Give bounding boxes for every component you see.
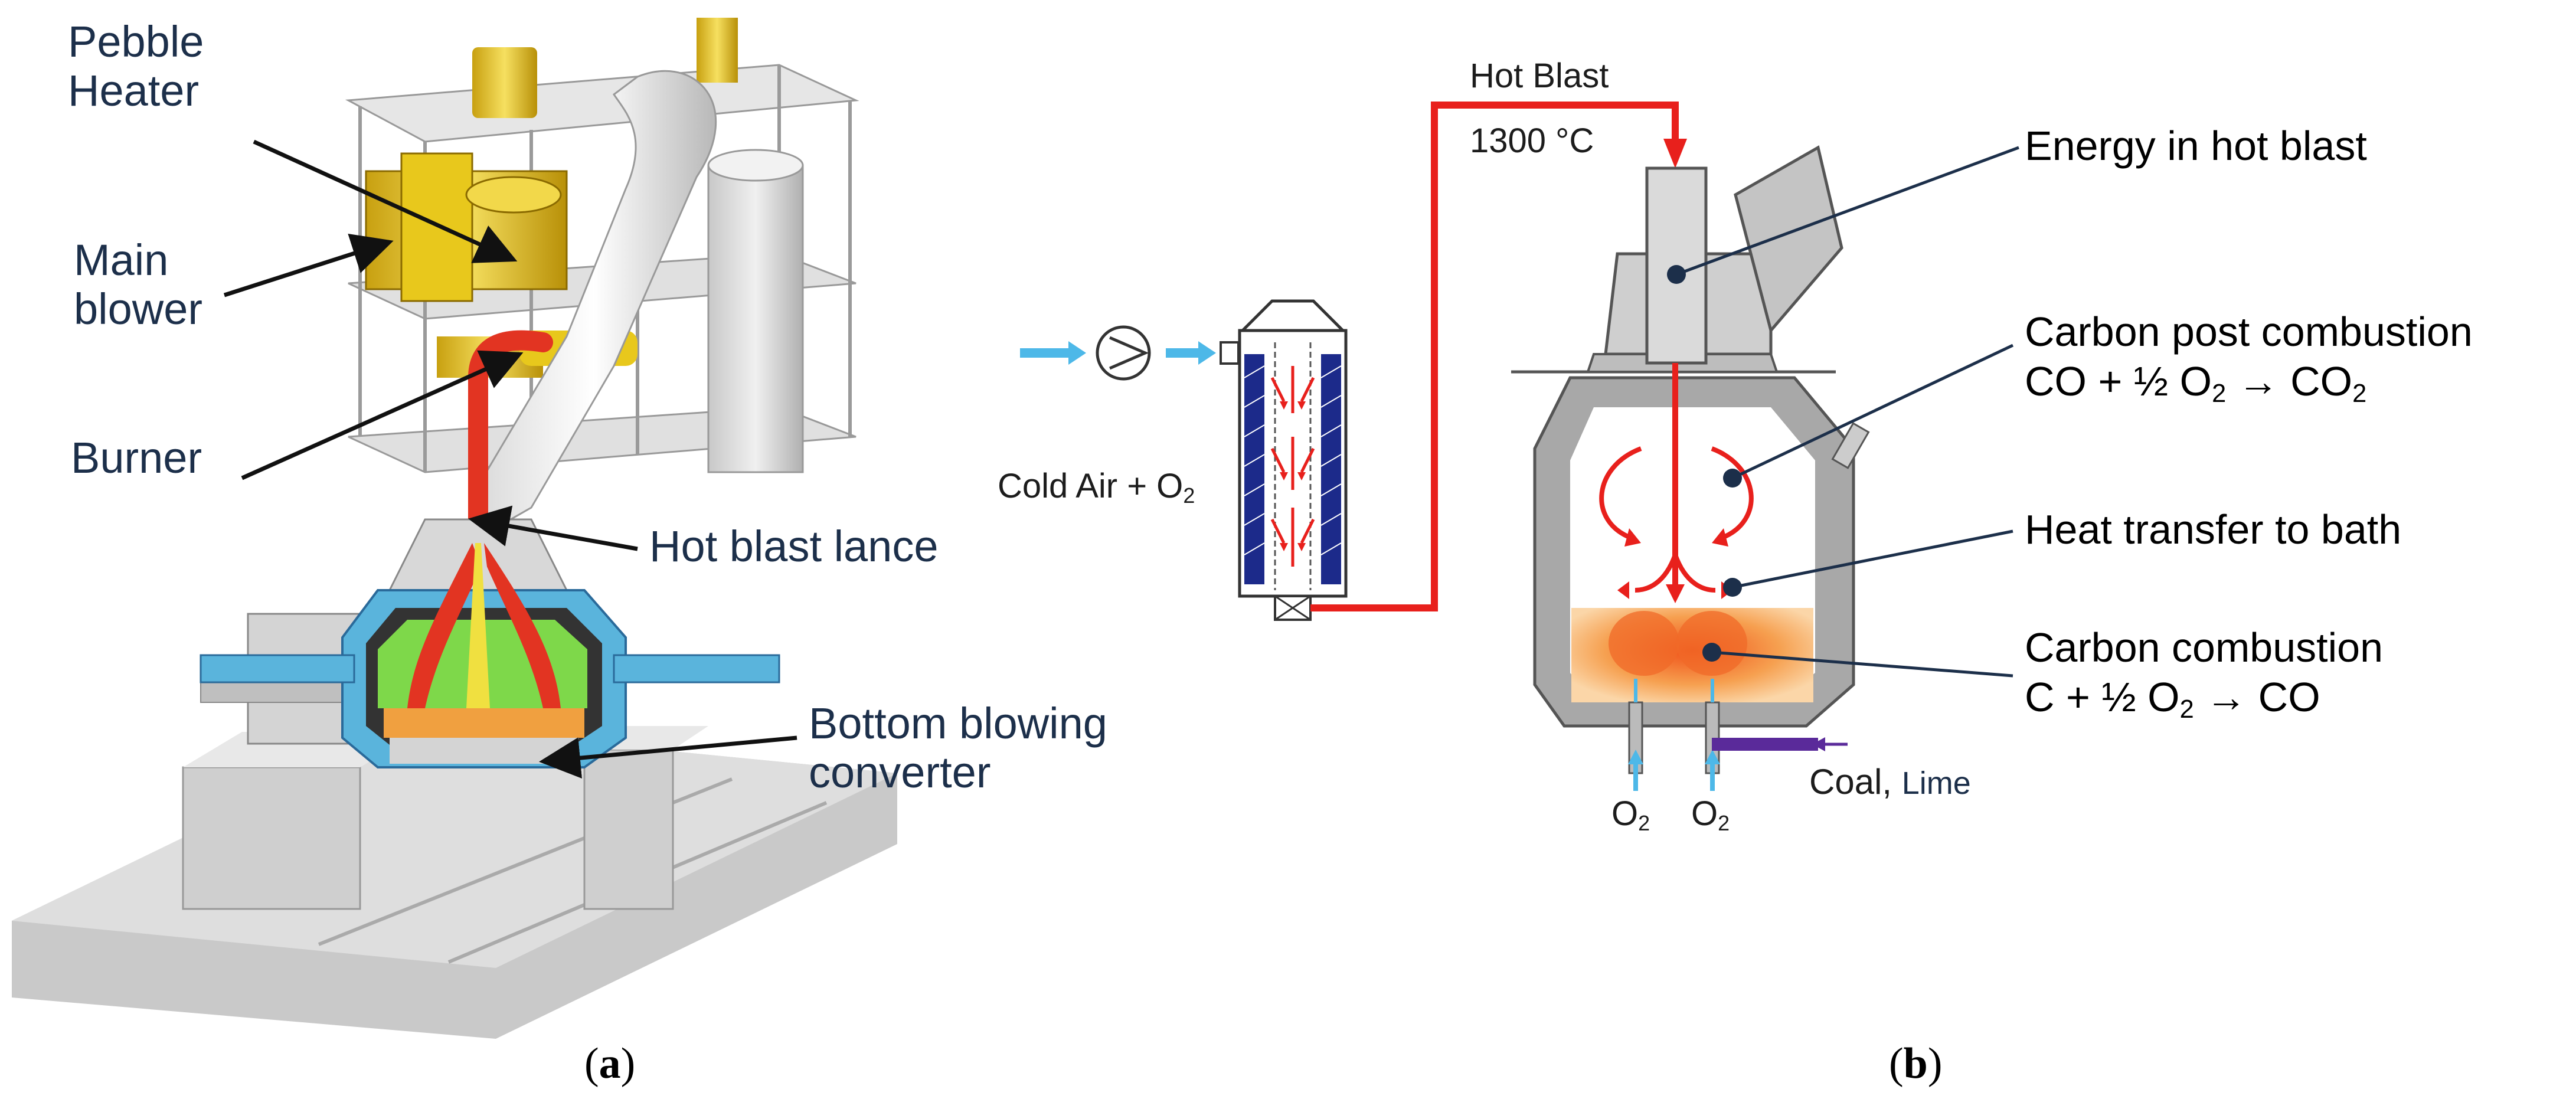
label-burner: Burner: [71, 433, 202, 482]
pebble-heater-vessel: [697, 18, 738, 83]
support-block-right: [583, 748, 674, 910]
marker-heat-transfer: [1723, 578, 1742, 597]
label-temperature: 1300 °C: [1470, 122, 1594, 160]
leader-bottom-blowing-converter: [539, 735, 797, 779]
coal-lime-feed-pipe: [1712, 738, 1818, 751]
main-blower-unit: [400, 152, 473, 302]
label-o2-left: O2: [1611, 794, 1650, 835]
recirculation-arrow-left: [1599, 446, 1642, 539]
lance-hood-chute: [1734, 145, 1843, 334]
pebble-bed-right: [1321, 354, 1341, 584]
stack: [707, 164, 804, 473]
lance-flame: [484, 543, 561, 708]
recirculation-arrow-right: [1711, 446, 1754, 539]
converter-trunnion: [200, 654, 355, 683]
leader-lines-panel-b: [1676, 146, 2019, 678]
pebble-bed-left: [1244, 354, 1264, 584]
pebble-heater-flow-arrows: [1270, 366, 1315, 567]
leader-burner: [241, 350, 524, 480]
marker-carbon-combustion: [1702, 643, 1721, 662]
label-coal-lime: Coal, Lime: [1809, 762, 1971, 802]
label-carbon-combustion: Carbon combustion C + ½ O2 → CO: [2025, 623, 2383, 725]
label-o2-right: O2: [1691, 794, 1730, 835]
label-hot-blast-lance: Hot blast lance: [649, 522, 939, 571]
lance-flame: [466, 543, 490, 708]
converter-sidearm: [1831, 422, 1870, 469]
label-bottom-blowing-converter: Bottom blowing converter: [809, 699, 1107, 797]
hot-blast-line: [1310, 102, 1679, 611]
label-cold-air: Cold Air + O2: [998, 467, 1195, 508]
platform-top: [345, 64, 859, 143]
caption-a: (a): [584, 1039, 636, 1088]
leader-main-blower: [223, 233, 394, 297]
blower-symbol: [1096, 325, 1151, 381]
converter-bath: [384, 708, 584, 738]
cold-air-arrow-out: [1198, 341, 1216, 365]
marker-energy-hot-blast: [1667, 265, 1686, 284]
leader-pebble-heater: [253, 139, 518, 263]
label-hot-blast: Hot Blast: [1470, 57, 1609, 95]
hot-air-duct: [471, 70, 717, 533]
plant-illustration: [12, 18, 897, 1039]
label-pebble-heater: Pebble Heater: [68, 17, 204, 115]
carbon-combustion-equation: C + ½ O2 → CO: [2025, 674, 2320, 724]
converter-trunnion: [613, 654, 780, 683]
pebble-heater-cap: [1238, 299, 1347, 332]
label-main-blower: Main blower: [74, 236, 202, 333]
support-block-left: [182, 766, 361, 910]
leader-hot-blast-lance: [468, 505, 638, 551]
label-post-combustion: Carbon post combustion CO + ½ O2 → CO2: [2025, 307, 2473, 409]
pebble-heater-inlet: [1220, 341, 1240, 365]
marker-post-combustion: [1723, 469, 1742, 488]
process-schematic: [1020, 102, 2019, 791]
main-blower-unit: [465, 176, 562, 214]
blower-symbol: [1109, 336, 1149, 370]
label-heat-transfer: Heat transfer to bath: [2025, 506, 2402, 552]
lance-flame: [407, 543, 481, 708]
hot-blast-arrowhead: [1663, 139, 1687, 168]
post-combustion-equation: CO + ½ O2 → CO2: [2025, 358, 2367, 408]
label-energy-hot-blast: Energy in hot blast: [2025, 123, 2367, 169]
stack: [707, 149, 804, 182]
pebble-heater-vessel: [472, 47, 537, 118]
caption-b: (b): [1889, 1039, 1943, 1088]
cold-air-arrow-in: [1068, 341, 1086, 365]
